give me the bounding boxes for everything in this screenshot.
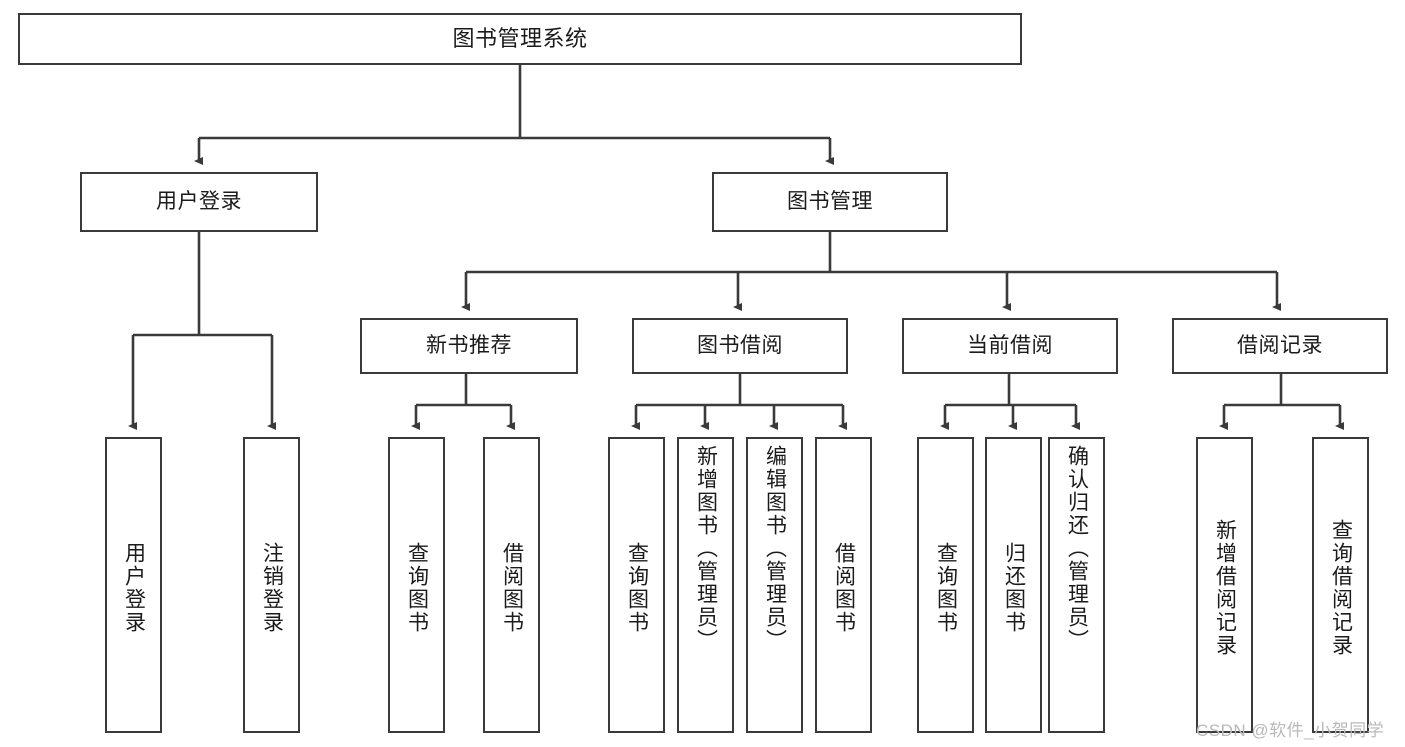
node-book-borrow[interactable]: 图书借阅 <box>632 318 848 374</box>
node-book-borrow-label: 图书借阅 <box>697 333 783 357</box>
node-leaf-confirm-return-admin[interactable]: 确认归还（管理员） <box>1048 437 1105 733</box>
node-leaf-add-book-admin[interactable]: 新增图书（管理员） <box>677 437 734 733</box>
node-leaf-borrow-books-recommend[interactable]: 借阅图书 <box>483 437 540 733</box>
node-new-book-recommend[interactable]: 新书推荐 <box>360 318 578 374</box>
node-leaf-query-borrow-record[interactable]: 查询借阅记录 <box>1312 437 1369 733</box>
node-leaf-query-books-current[interactable]: 查询图书 <box>917 437 974 733</box>
node-leaf-user-login[interactable]: 用户登录 <box>105 437 162 733</box>
node-leaf-edit-book-admin[interactable]: 编辑图书（管理员） <box>746 437 803 733</box>
node-leaf-query-books-current-label: 查询图书 <box>934 542 958 634</box>
node-borrow-record-label: 借阅记录 <box>1237 333 1323 357</box>
node-current-borrow[interactable]: 当前借阅 <box>902 318 1118 374</box>
node-leaf-logout-login-label: 注销登录 <box>260 542 284 634</box>
node-leaf-borrow-books-borrow[interactable]: 借阅图书 <box>815 437 872 733</box>
node-leaf-borrow-books-borrow-label: 借阅图书 <box>832 542 856 634</box>
node-leaf-borrow-books-recommend-label: 借阅图书 <box>500 542 524 634</box>
node-leaf-confirm-return-admin-label: 确认归还（管理员） <box>1065 445 1089 652</box>
node-leaf-add-book-admin-label: 新增图书（管理员） <box>694 445 718 652</box>
node-leaf-query-books-recommend-label: 查询图书 <box>405 542 429 634</box>
node-leaf-query-books-borrow-label: 查询图书 <box>625 542 649 634</box>
node-leaf-logout-login[interactable]: 注销登录 <box>243 437 300 733</box>
node-system-title-label: 图书管理系统 <box>452 26 588 52</box>
node-leaf-user-login-label: 用户登录 <box>122 542 146 634</box>
node-current-borrow-label: 当前借阅 <box>967 333 1053 357</box>
node-system-title[interactable]: 图书管理系统 <box>18 13 1022 65</box>
node-leaf-add-borrow-record[interactable]: 新增借阅记录 <box>1196 437 1253 733</box>
node-user-login-label: 用户登录 <box>156 189 242 213</box>
node-book-management[interactable]: 图书管理 <box>712 172 948 232</box>
node-leaf-query-borrow-record-label: 查询借阅记录 <box>1329 519 1353 657</box>
node-leaf-return-books[interactable]: 归还图书 <box>985 437 1042 733</box>
node-book-management-label: 图书管理 <box>787 189 873 213</box>
node-borrow-record[interactable]: 借阅记录 <box>1172 318 1388 374</box>
node-new-book-recommend-label: 新书推荐 <box>426 333 512 357</box>
node-leaf-query-books-recommend[interactable]: 查询图书 <box>388 437 445 733</box>
node-leaf-return-books-label: 归还图书 <box>1002 542 1026 634</box>
node-user-login[interactable]: 用户登录 <box>80 172 318 232</box>
node-leaf-add-borrow-record-label: 新增借阅记录 <box>1213 519 1237 657</box>
node-leaf-edit-book-admin-label: 编辑图书（管理员） <box>763 445 787 652</box>
node-leaf-query-books-borrow[interactable]: 查询图书 <box>608 437 665 733</box>
